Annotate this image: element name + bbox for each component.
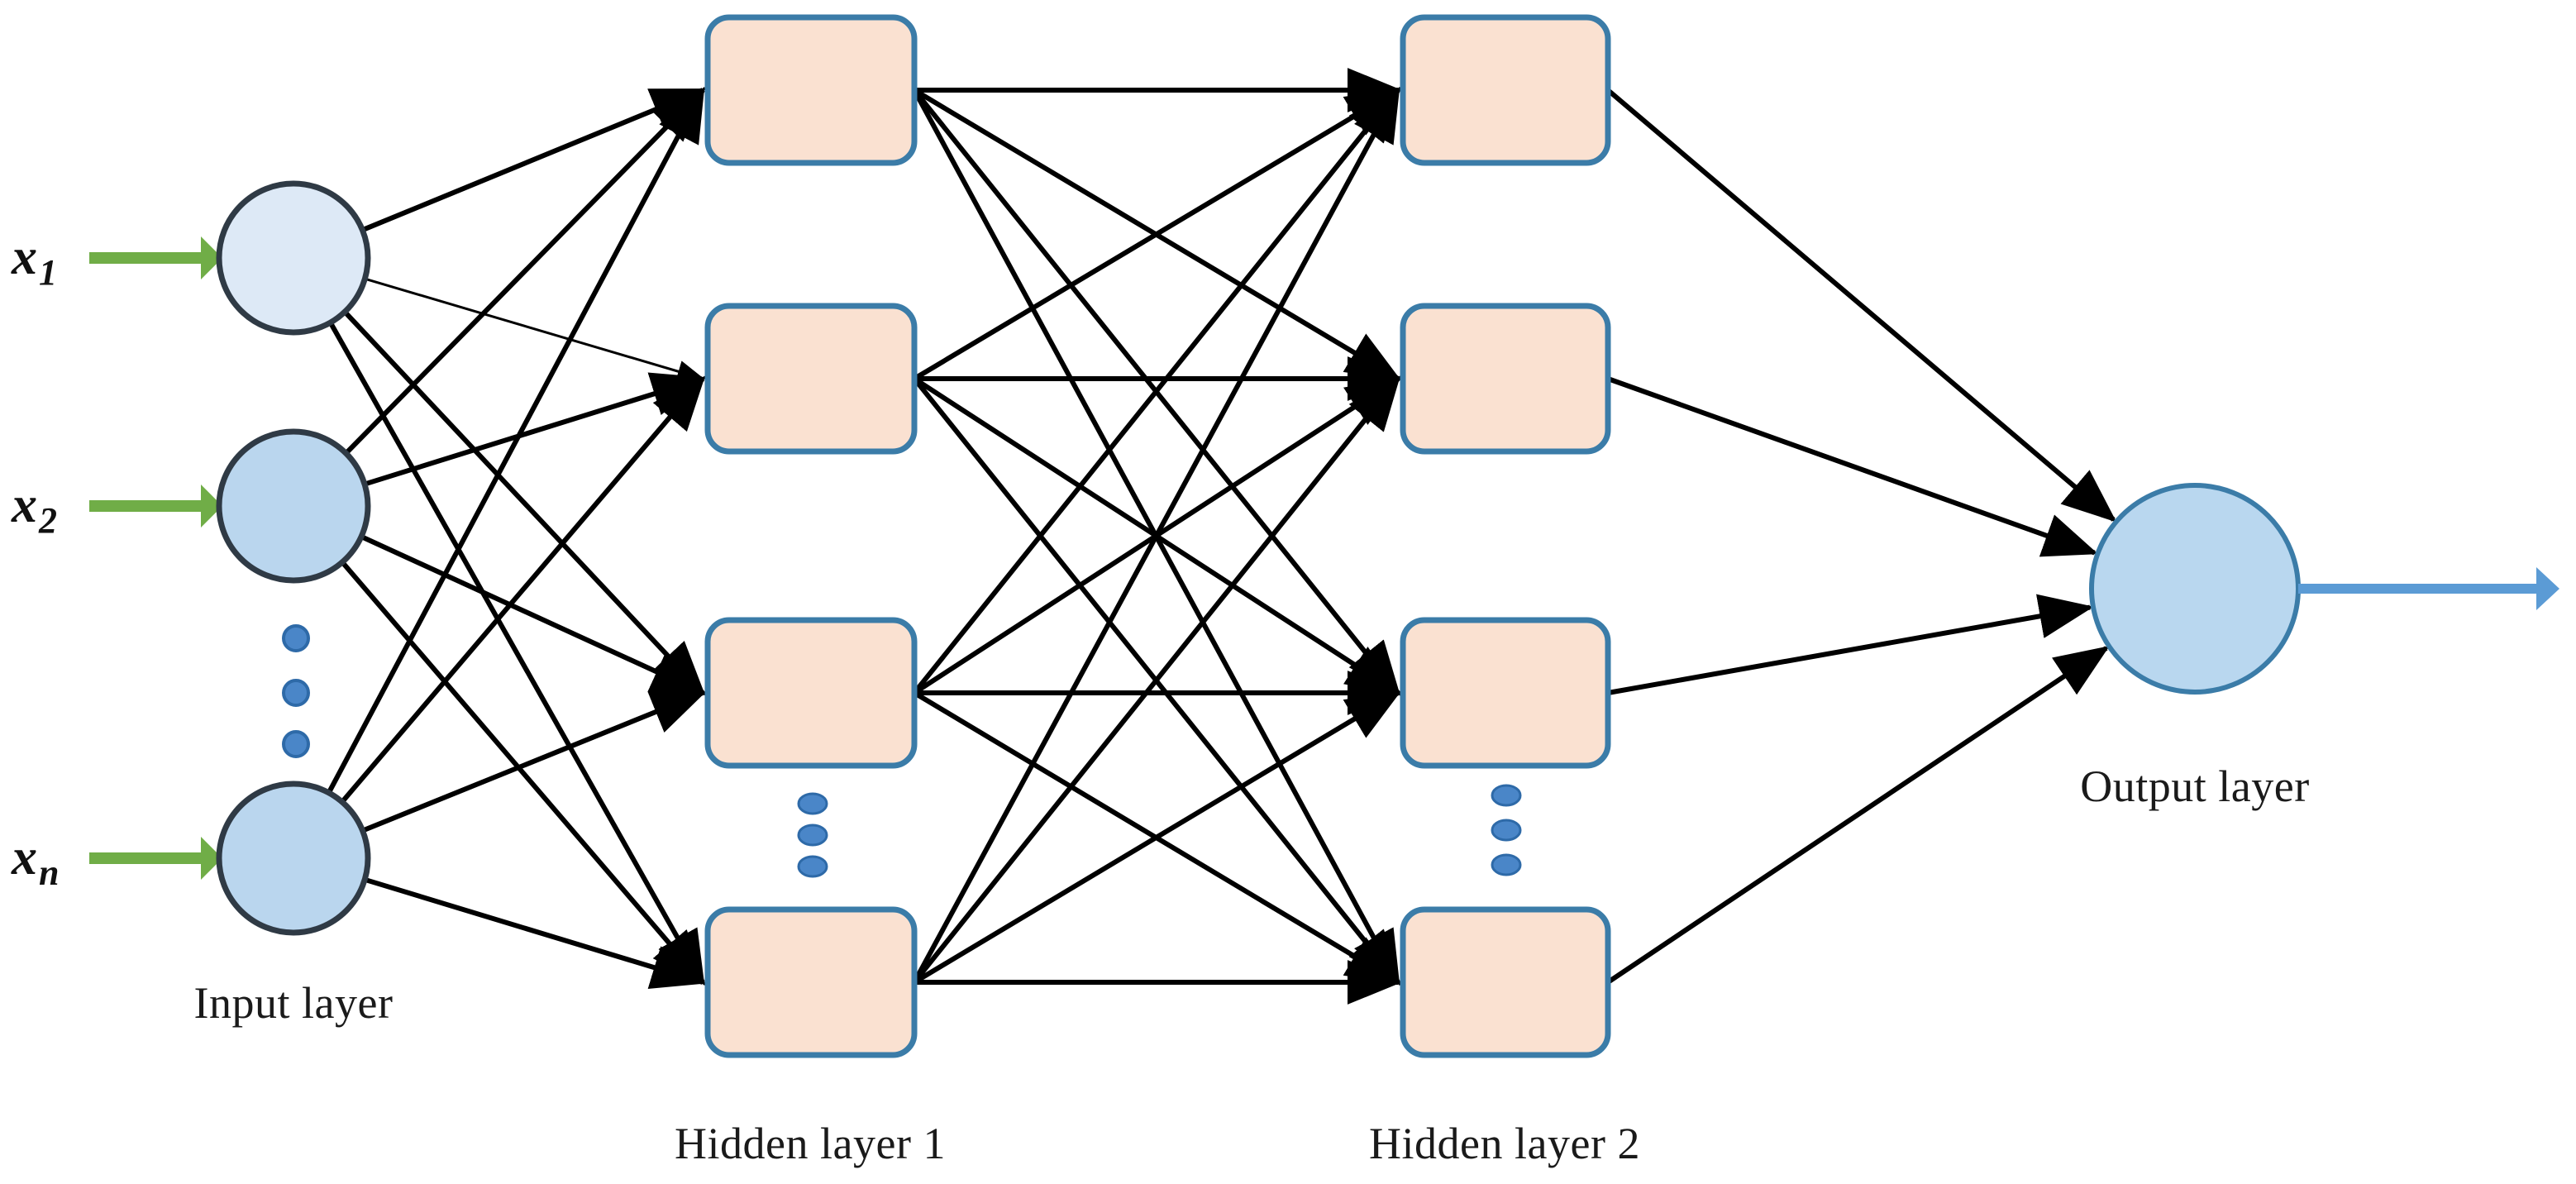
edge-h2n4-output xyxy=(1606,646,2110,985)
input-label-xn: xn xyxy=(12,829,60,894)
hidden2-ellipsis-dot-3 xyxy=(1491,853,1522,876)
hidden-layer-2-node-4 xyxy=(1400,906,1611,1058)
input-ellipsis-dot-1 xyxy=(282,624,310,652)
edges-input-to-hidden1 xyxy=(327,86,707,990)
edge-input3-h1n3 xyxy=(361,690,707,833)
edge-input1-h1n3 xyxy=(342,310,706,696)
input-ellipsis-dot-3 xyxy=(282,730,310,758)
hidden1-ellipsis-dot-3 xyxy=(797,855,828,878)
edge-input3-h1n4 xyxy=(364,876,707,990)
hidden-layer-1-node-1 xyxy=(704,14,918,166)
edge-h1n2-h2n1 xyxy=(913,88,1402,381)
hidden-layer-2-caption: Hidden layer 2 xyxy=(1369,1119,1640,1168)
edge-h2n2-output xyxy=(1606,376,2099,557)
edge-input2-h1n3 xyxy=(360,534,707,695)
input-node-2 xyxy=(216,428,371,584)
input-layer-caption: Input layer xyxy=(193,978,394,1028)
hidden1-ellipsis-dot-2 xyxy=(797,824,828,847)
output-layer-caption: Output layer xyxy=(2080,761,2310,811)
edges-hidden2-to-output xyxy=(1606,88,2117,985)
vertical-ellipsis-group xyxy=(282,624,1522,878)
edge-h1n3-h2n1 xyxy=(912,87,1401,695)
output-node-group xyxy=(2089,483,2301,695)
edge-input3-h1n1 xyxy=(327,86,705,795)
output-arrow-group xyxy=(2298,567,2559,610)
hidden-layer-1-node-3 xyxy=(704,617,918,769)
edge-h2n3-output xyxy=(1607,594,2094,695)
edge-h2n1-output xyxy=(1606,88,2117,523)
edge-h1n4-h2n3 xyxy=(913,690,1402,985)
edge-h1n4-h2n1 xyxy=(912,86,1400,984)
input-arrow-head-3 xyxy=(201,837,222,880)
input-arrow-head-1 xyxy=(201,236,222,279)
hidden-layer-2-node-2 xyxy=(1400,303,1611,455)
input-ellipsis-dot-2 xyxy=(282,679,310,707)
hidden-layer-2-node-3 xyxy=(1400,617,1611,769)
output-node xyxy=(2089,483,2301,695)
hidden-layer-1-node-4 xyxy=(704,906,918,1058)
hidden-layer-1-caption: Hidden layer 1 xyxy=(675,1119,946,1168)
input-nodes-group xyxy=(216,180,371,936)
hidden-layer-1-nodes-group xyxy=(704,14,918,1058)
hidden-layer-2-node-1 xyxy=(1400,14,1611,166)
hidden-layer-1-node-2 xyxy=(704,303,918,455)
edges-hidden1-to-hidden2 xyxy=(912,68,1402,1005)
output-arrow-head xyxy=(2536,567,2559,610)
edge-input2-h1n4 xyxy=(340,560,706,986)
input-arrows-group xyxy=(89,236,222,880)
edge-input2-h1n1 xyxy=(344,87,706,456)
edge-h1n4-h2n2 xyxy=(912,375,1401,984)
input-node-3 xyxy=(216,781,371,936)
edge-input1-h1n1 xyxy=(361,88,707,232)
edge-input3-h1n2 xyxy=(340,375,706,804)
input-label-x1: x1 xyxy=(12,229,57,294)
hidden-layer-2-nodes-group xyxy=(1400,14,1611,1058)
hidden1-ellipsis-dot-1 xyxy=(797,792,828,815)
hidden2-ellipsis-dot-2 xyxy=(1491,819,1522,842)
edge-input1-h1n2 xyxy=(364,277,705,383)
input-label-x2: x2 xyxy=(12,477,57,542)
edge-input2-h1n2 xyxy=(364,372,707,487)
input-node-1 xyxy=(216,180,371,336)
input-arrow-head-2 xyxy=(201,485,222,528)
edge-input1-h1n4 xyxy=(328,321,705,986)
hidden2-ellipsis-dot-1 xyxy=(1491,784,1522,807)
